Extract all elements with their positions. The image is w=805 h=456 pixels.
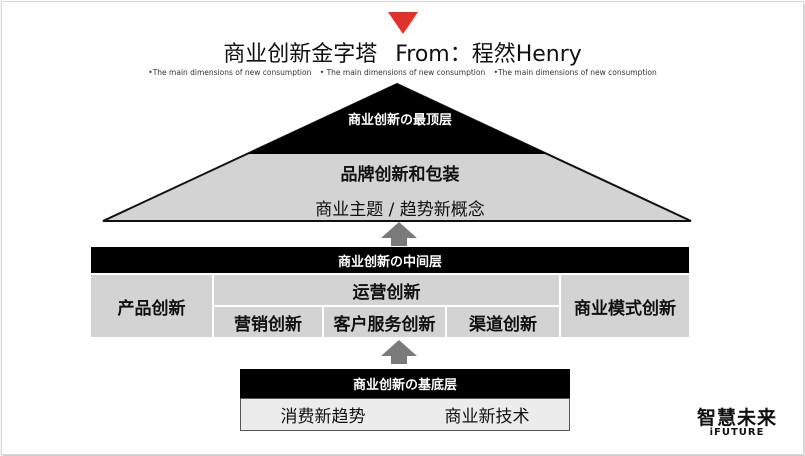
up-arrow-icon: [381, 222, 417, 246]
marketing-innovation-cell: 营销创新: [214, 307, 322, 337]
ifuture-logo: 智慧未来 iFUTURE: [697, 409, 777, 438]
business-model-innovation-text: 商业模式创新: [574, 298, 676, 319]
product-innovation-cell: 产品创新: [91, 275, 212, 337]
middle-layer-label-text: 商业创新の中间层: [337, 254, 442, 270]
operations-innovation-text: 运营创新: [352, 282, 421, 303]
pyramid-top-shape: [102, 82, 692, 222]
customer-service-innovation-text: 客户服务创新: [333, 314, 436, 335]
title-from: From：程然Henry: [395, 42, 582, 67]
up-arrow-icon: [381, 340, 417, 364]
customer-service-innovation-cell: 客户服务创新: [324, 307, 445, 337]
business-model-innovation-cell: 商业模式创新: [561, 275, 689, 337]
middle-layer-label: 商业创新の中间层: [91, 247, 689, 273]
channel-innovation-cell: 渠道创新: [447, 307, 559, 337]
marketing-innovation-text: 营销创新: [234, 314, 302, 335]
channel-innovation-text: 渠道创新: [469, 314, 537, 335]
top-layer-label: 商业创新の最顶层: [347, 113, 452, 128]
product-innovation-text: 产品创新: [117, 298, 186, 319]
subtitle-item: • The main dimensions of new consumption: [319, 68, 486, 77]
page-title: 商业创新金字塔 From：程然Henry: [0, 36, 805, 68]
subtitle-row: •The main dimensions of new consumption …: [0, 68, 805, 77]
theme-concept-label: 商业主题 / 趋势新概念: [315, 200, 485, 220]
brand-innovation-label: 品牌创新和包装: [340, 165, 460, 185]
subtitle-item: •The main dimensions of new consumption: [493, 68, 657, 77]
bottom-layer-label: 商业创新の基底层: [240, 369, 570, 398]
bottom-layer-content: 消费新趋势 商业新技术: [240, 398, 570, 431]
logo-main-text: 智慧未来: [697, 407, 778, 429]
operations-innovation-cell: 运营创新: [214, 275, 559, 305]
title-main: 商业创新金字塔: [223, 42, 378, 67]
consumer-trend-text: 消费新趋势: [280, 407, 366, 427]
red-triangle-marker: [388, 12, 418, 34]
business-tech-text: 商业新技术: [444, 407, 530, 427]
bottom-layer-label-text: 商业创新の基底层: [352, 378, 457, 393]
logo-sub-text: iFUTURE: [709, 427, 765, 438]
subtitle-item: •The main dimensions of new consumption: [148, 68, 312, 77]
